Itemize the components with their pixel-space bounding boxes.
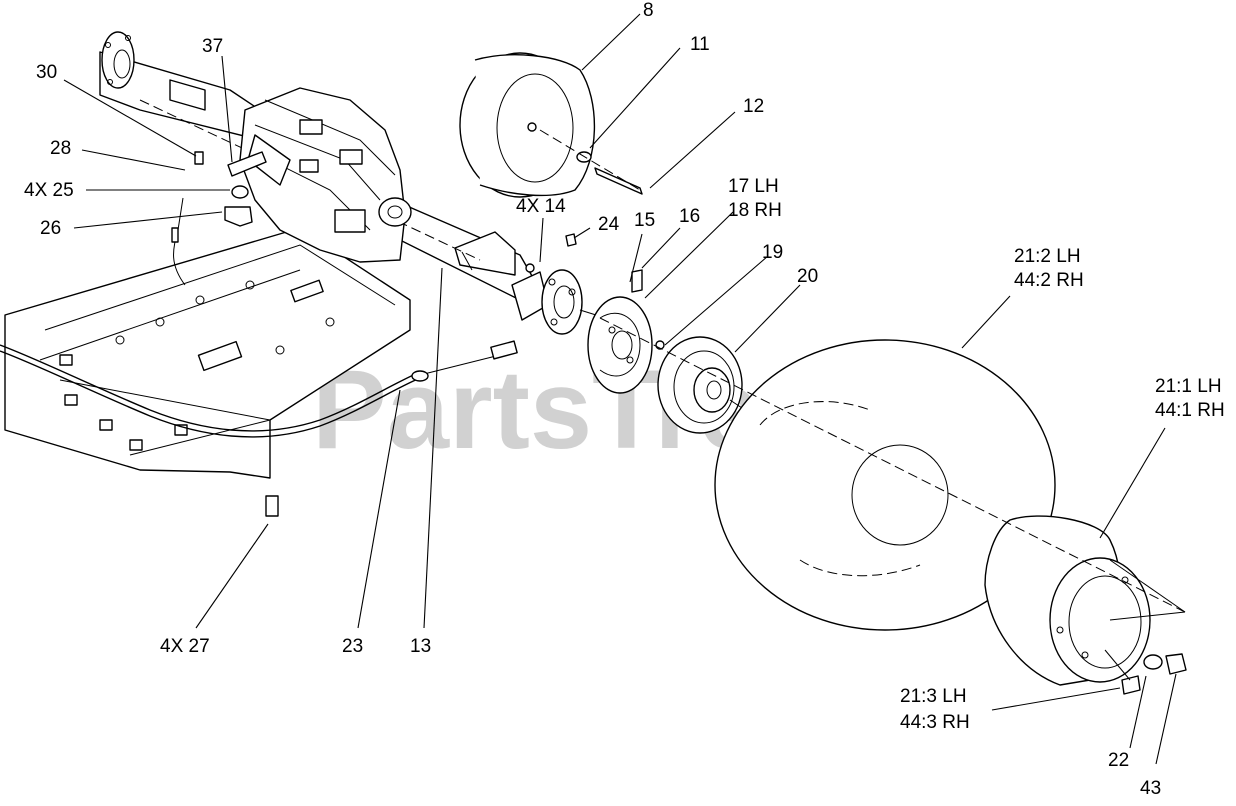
brake-drum	[657, 336, 746, 434]
callout-25: 4X 25	[24, 180, 74, 201]
callout-44-3: 44:3 RH	[900, 712, 970, 733]
callout-12: 12	[743, 96, 764, 117]
callout-8: 8	[643, 0, 654, 21]
callout-21-1: 21:1 LH	[1155, 376, 1222, 397]
callout-15: 15	[634, 210, 655, 231]
callout-28: 28	[50, 138, 71, 159]
callout-44-1: 44:1 RH	[1155, 400, 1225, 421]
callout-27: 4X 27	[160, 636, 210, 657]
brake-backing-plate	[565, 233, 665, 394]
callout-14: 4X 14	[516, 196, 566, 217]
rim	[984, 515, 1186, 686]
lug-hardware	[1104, 649, 1187, 695]
callout-19: 19	[762, 242, 783, 263]
callout-21-3: 21:3 LH	[900, 686, 967, 707]
callout-17: 17 LH	[728, 176, 779, 197]
axle-centerline	[599, 317, 1186, 613]
transaxle	[239, 87, 412, 263]
frame-bolt	[265, 495, 279, 517]
small-hardware	[171, 151, 267, 286]
callout-30: 30	[36, 62, 57, 83]
callout-37: 37	[202, 36, 223, 57]
callout-24: 24	[598, 214, 620, 235]
callout-44-2: 44:2 RH	[1014, 270, 1084, 291]
callout-22: 22	[1108, 750, 1129, 771]
callout-11: 11	[690, 34, 710, 55]
callout-16: 16	[679, 206, 700, 227]
callout-23: 23	[342, 636, 363, 657]
callout-13: 13	[410, 636, 431, 657]
callout-26: 26	[40, 218, 61, 239]
pulley-assembly	[459, 52, 643, 198]
brake-cable	[0, 340, 518, 438]
callout-43: 43	[1140, 778, 1161, 799]
callout-20: 20	[797, 266, 818, 287]
tire	[714, 339, 1056, 631]
callout-18: 18 RH	[728, 200, 782, 221]
leader-lines	[63, 13, 1177, 765]
wheel-hub	[511, 263, 613, 335]
callout-labels: 8 11 12 37 30 28 4X 25 26 17 LH 18 RH 4X…	[24, 0, 1225, 799]
callout-21-2: 21:2 LH	[1014, 246, 1081, 267]
